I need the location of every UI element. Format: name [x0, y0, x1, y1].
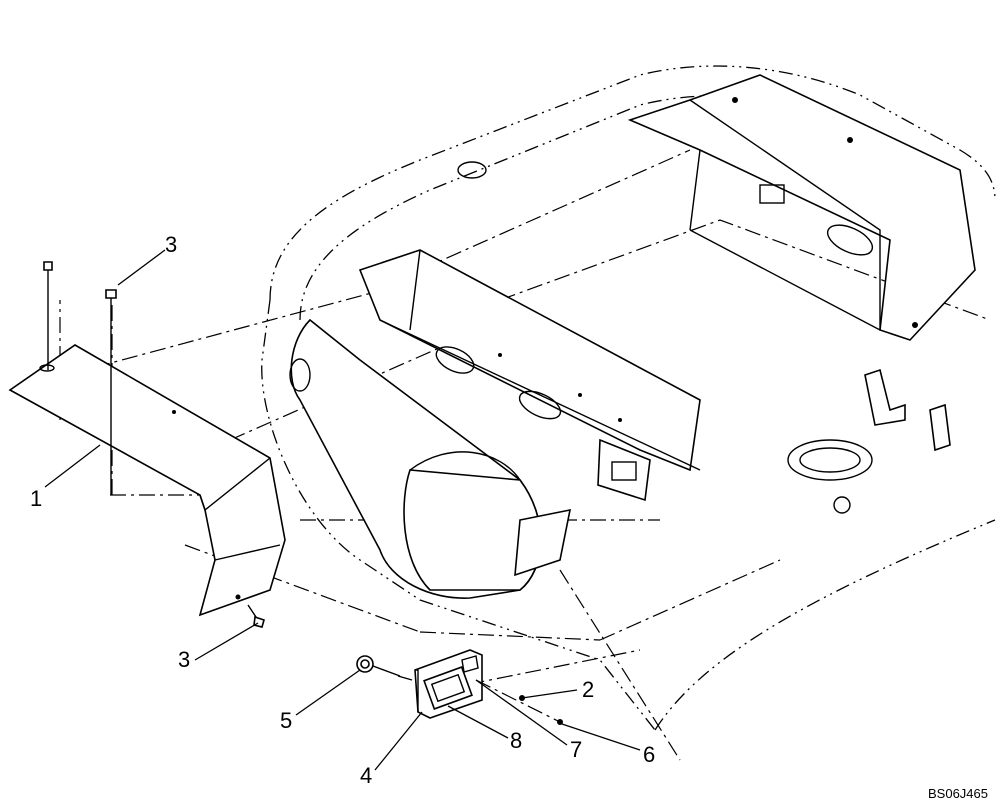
part-7-gasket [461, 655, 479, 673]
part-8-plate [423, 666, 473, 710]
callout-8: 8 [510, 728, 522, 753]
callout-3-upper: 3 [165, 232, 177, 257]
callout-4: 4 [360, 763, 372, 788]
floor-brackets [787, 368, 951, 514]
callout-7: 7 [570, 737, 582, 762]
frame-cross-rail [358, 249, 701, 472]
part-5-grommet [356, 655, 401, 677]
callout-1: 1 [30, 486, 42, 511]
callout-6: 6 [643, 742, 655, 767]
right-fender-rail [627, 74, 976, 341]
callout-2: 2 [582, 677, 594, 702]
leader-lines [44, 249, 641, 771]
callout-labels: 1 2 3 3 4 5 6 7 8 [30, 232, 655, 788]
part-3-bolt-upper-right [105, 289, 117, 495]
part-1-shield-panel [8, 344, 286, 617]
callout-3-lower: 3 [178, 647, 190, 672]
part-3-bolt-upper-left [43, 261, 53, 370]
part-6-screw [475, 679, 563, 725]
left-fender-housing [289, 318, 651, 599]
drawing-reference-code: BS06J465 [928, 786, 988, 801]
callout-5: 5 [280, 708, 292, 733]
